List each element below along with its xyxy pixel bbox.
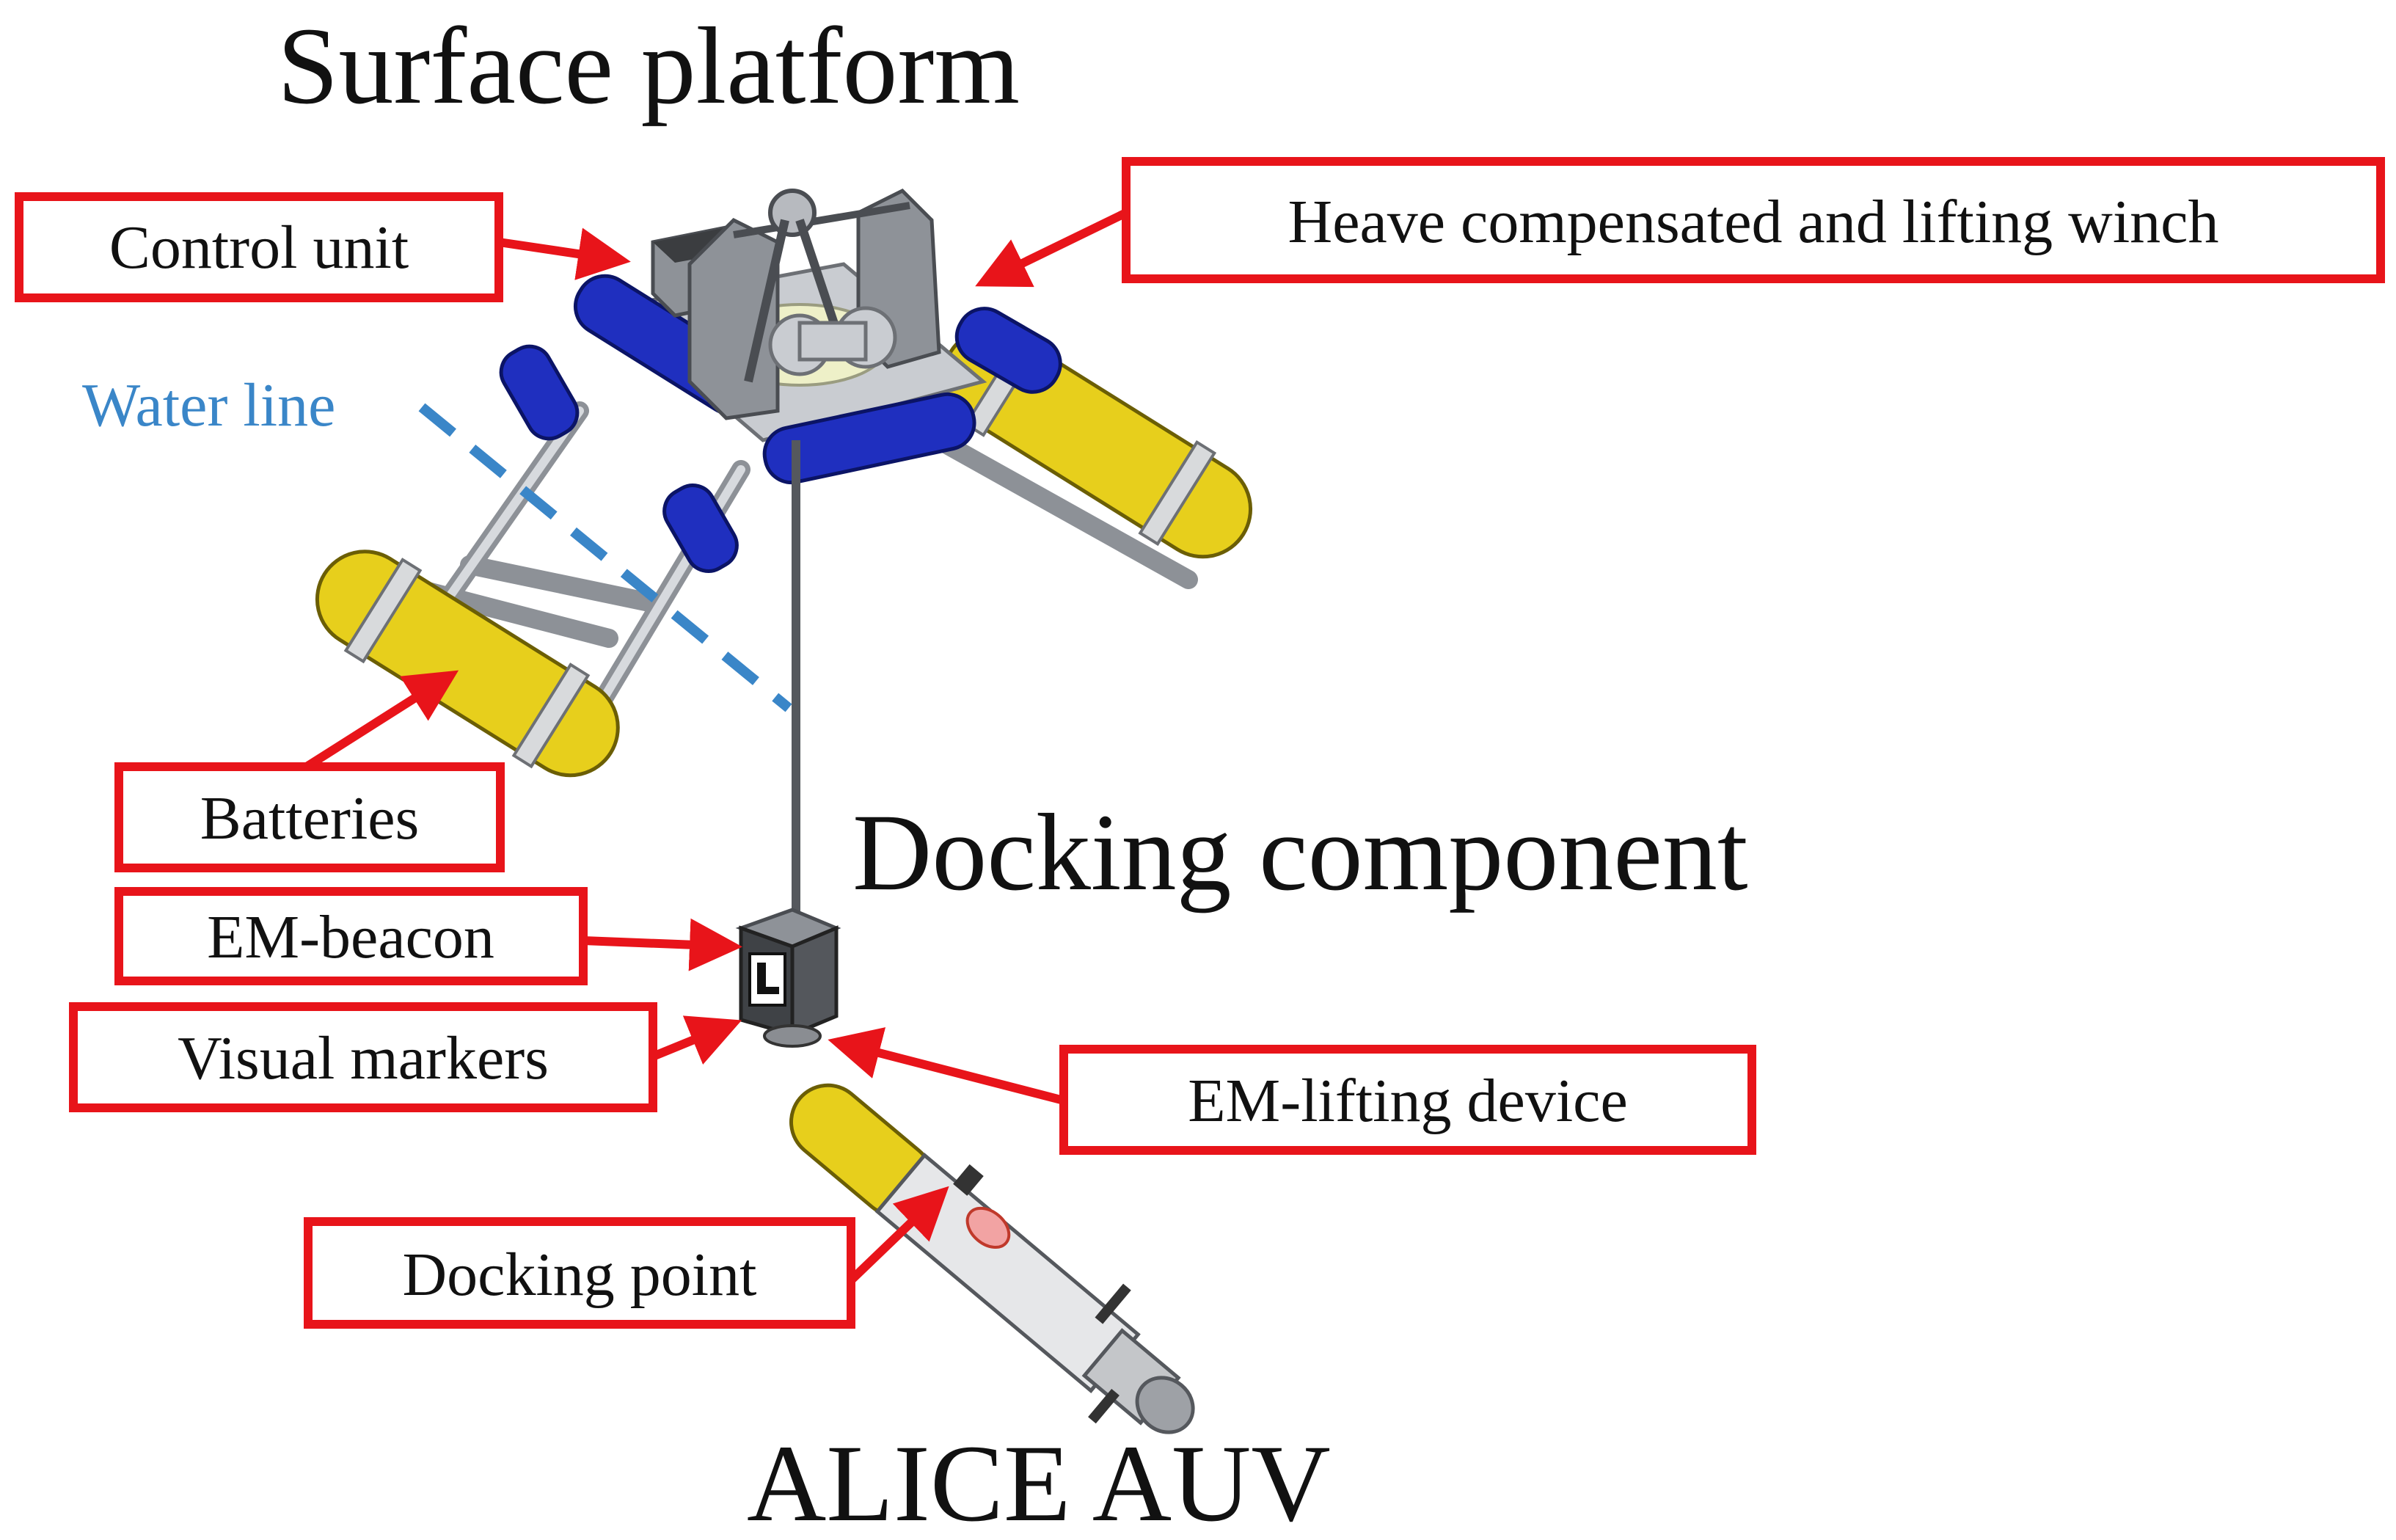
label-em-beacon: EM-beacon	[114, 887, 588, 985]
arrow-control-unit	[498, 227, 631, 280]
label-batteries: Batteries	[114, 762, 505, 872]
svg-text:EM-beacon: EM-beacon	[207, 903, 494, 971]
arrow-winch	[975, 208, 1128, 288]
svg-text:Visual markers: Visual markers	[178, 1024, 549, 1092]
docking-component-illustration	[735, 908, 841, 1048]
svg-text:Batteries: Batteries	[200, 784, 420, 853]
arrow-batteries	[304, 670, 459, 771]
winch-assembly	[687, 188, 941, 420]
label-docking-point: Docking point	[304, 1217, 855, 1329]
arrow-em-lifting-device	[828, 1027, 1065, 1105]
surface-platform-title: Surface platform	[277, 5, 1020, 127]
alice-auv-title: ALICE AUV	[747, 1423, 1331, 1536]
arrow-visual-markers	[651, 1015, 742, 1065]
label-winch: Heave compensated and lifting winch	[1122, 157, 2385, 283]
arrow-em-beacon	[582, 918, 742, 971]
water-line	[418, 403, 792, 712]
water-line-label: Water line	[82, 371, 335, 439]
svg-text:EM-lifting device: EM-lifting device	[1188, 1067, 1627, 1135]
svg-text:Docking point: Docking point	[403, 1241, 757, 1309]
svg-text:Control unit: Control unit	[109, 214, 409, 282]
arrow-docking-point	[847, 1186, 949, 1284]
label-control-unit: Control unit	[15, 192, 503, 302]
callout-arrows	[304, 208, 1128, 1284]
label-em-lifting-device: EM-lifting device	[1059, 1045, 1756, 1155]
svg-text:Heave compensated and lifting: Heave compensated and lifting winch	[1288, 188, 2219, 256]
surface-platform-illustration	[315, 188, 1253, 913]
label-visual-markers: Visual markers	[69, 1002, 657, 1112]
docking-component-title: Docking component	[852, 792, 1748, 913]
